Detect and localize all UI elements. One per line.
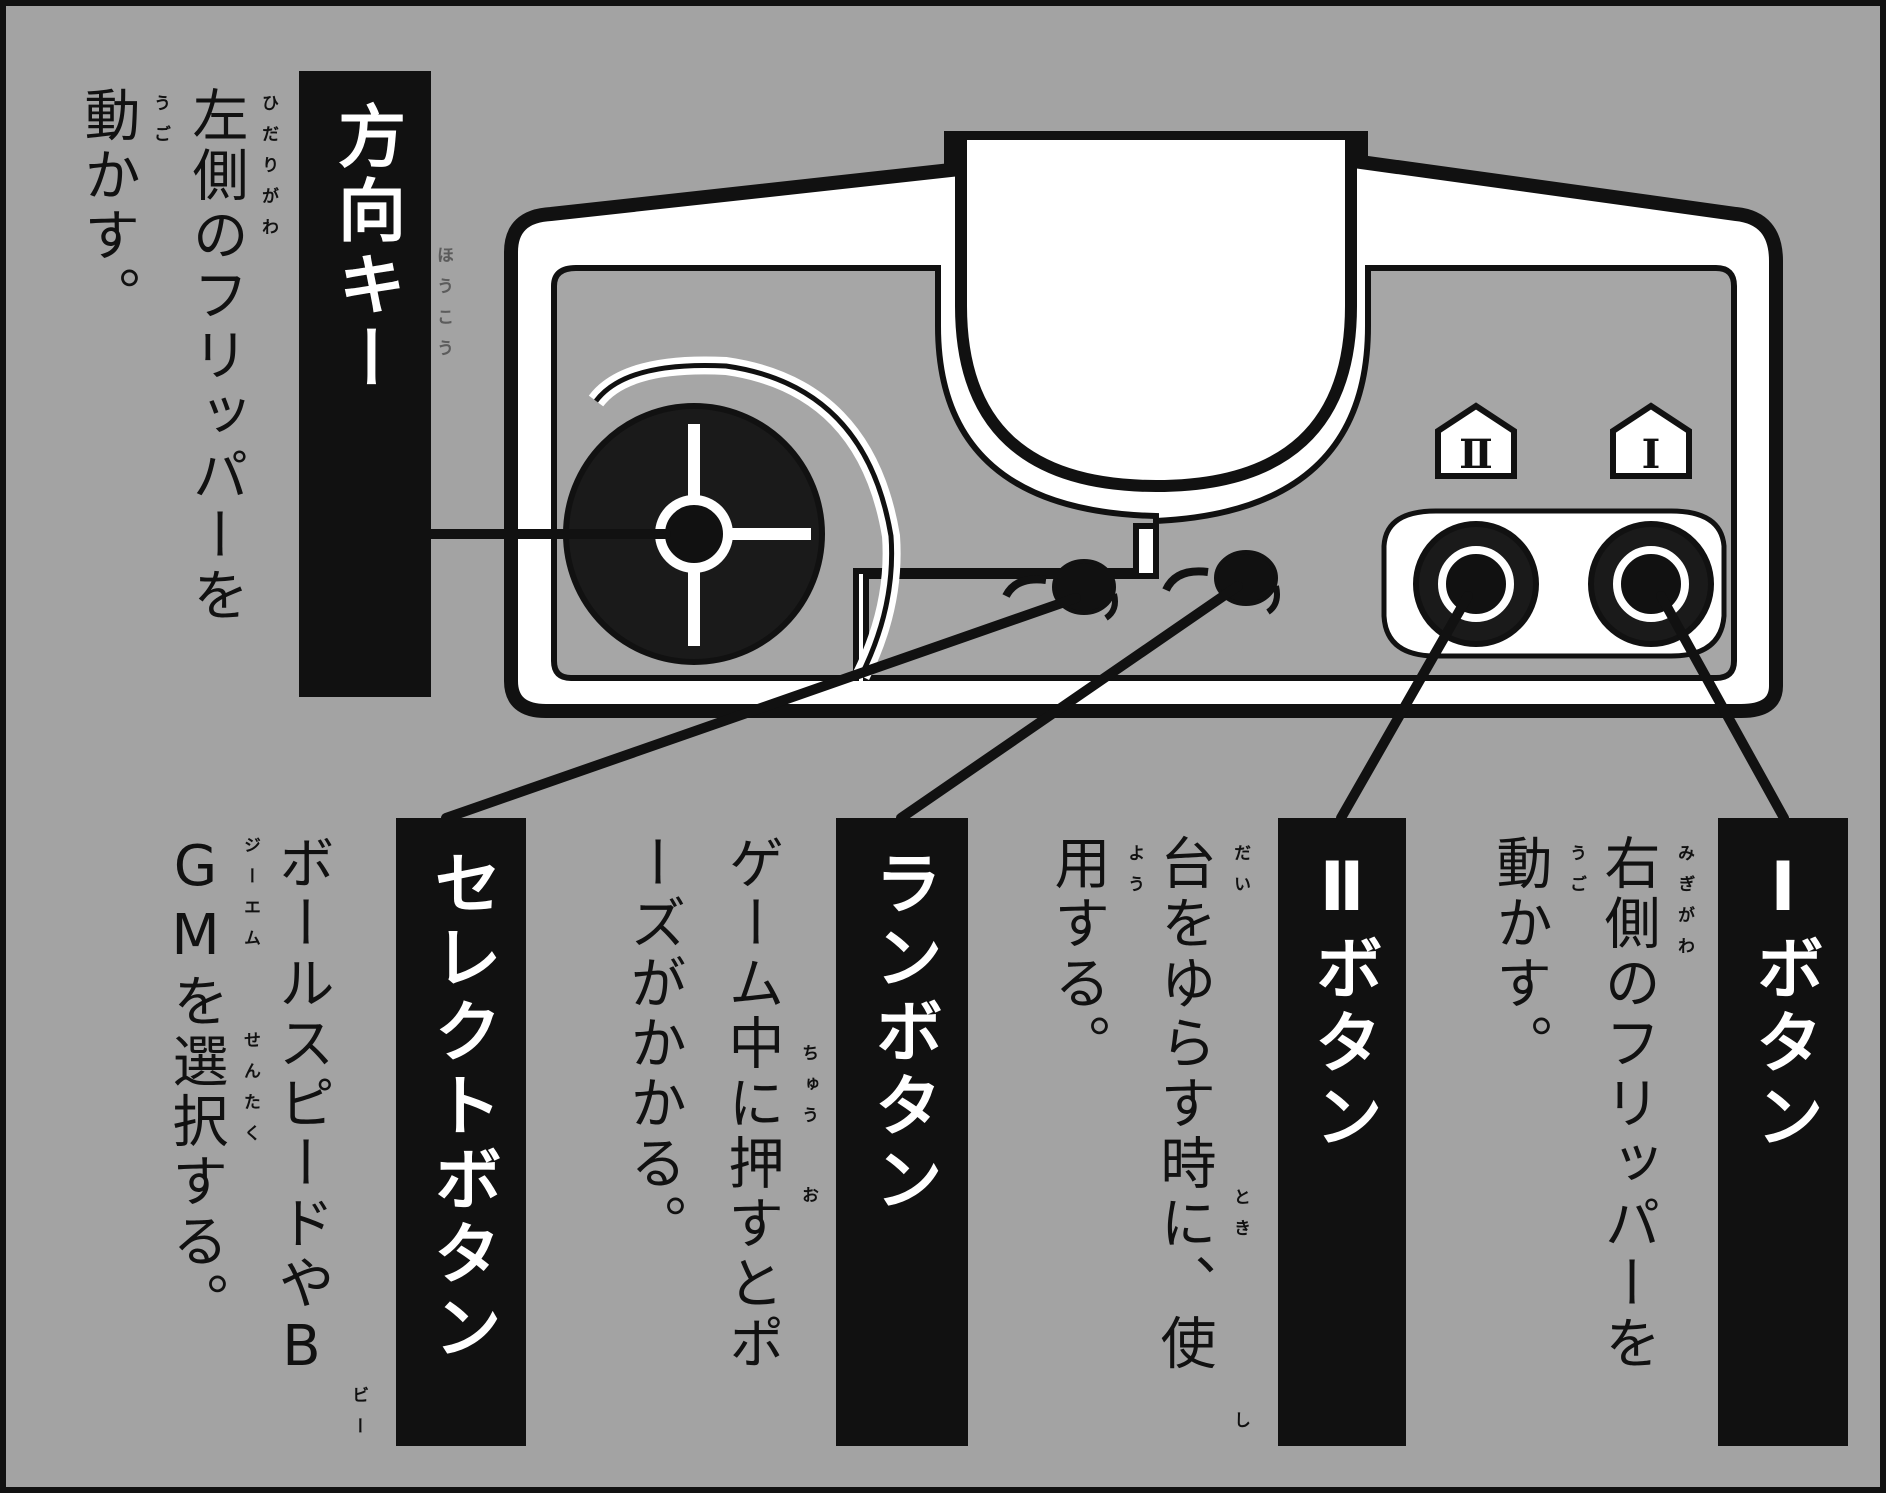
direction-key-tag: 方向キー [299,71,431,697]
controller-diagram: Ⅱ Ⅰ [426,131,1789,823]
run-button-label: ランボタン [862,848,942,1218]
button-2-desc-line1: 台をゆらす時に、使 [1151,834,1216,1374]
button-1-desc-line2: 動かす。 [1487,834,1552,1074]
select-button-desc-line2: GMを選択する。 [163,834,228,1332]
select-button-desc-line2-ruby-select: せんたく [240,1031,260,1155]
run-button-desc-line2: ーズがかかる。 [621,834,686,1254]
select-button-desc-line1-ruby: ビー [348,1386,368,1448]
direction-key-desc-line1: 左側のフリッパーを [183,86,248,626]
button-2-desc-line1-ruby-dai: だい [1230,844,1250,906]
run-button-desc-line1-ruby-osu: お [798,1186,818,1217]
button-2-label: Ⅱボタン [1302,848,1382,1155]
button-1-tag: Ⅰボタン [1718,818,1848,1446]
select-button-desc-line2-ruby-gm: ジーエム [240,836,260,960]
button-1-desc-line1-ruby: みぎがわ [1674,844,1694,968]
run-button-leader [896,581,1243,823]
controller-body: Ⅱ Ⅰ [504,131,1783,718]
button-2-tag: Ⅱボタン [1278,818,1406,1446]
button-1-desc-line2-ruby: うご [1566,844,1586,906]
run-button-desc-line1-ruby-naka: ちゅう [798,1044,818,1137]
leader-lines [426,529,1789,823]
select-button-desc-line1: ボールスピードやB [269,834,334,1383]
direction-key-label: 方向キー [325,101,405,397]
run-button-tag: ランボタン [836,818,968,1446]
button-1-label: Ⅰボタン [1743,848,1823,1155]
select-button-leader [441,593,1081,823]
button-1-marker: Ⅰ [1642,431,1661,478]
button-2-marker: Ⅱ [1459,431,1493,478]
select-button-tag: セレクトボタン [396,818,526,1446]
select-button-label: セレクトボタン [421,848,501,1366]
button-1-desc-line1: 右側のフリッパーを [1595,834,1660,1374]
button-2-desc-line1-ruby-tsuka: し [1230,1411,1250,1442]
button-2-desc-line2: 用する。 [1045,834,1110,1074]
button-2-desc-line1-ruby-toki: とき [1230,1188,1250,1250]
direction-key-desc-line1-ruby: ひだりがわ [258,94,278,249]
button-1-leader [1656,591,1789,823]
run-button-desc-line1: ゲーム中に押すとポ [719,834,784,1374]
button-2-leader [1336,591,1473,823]
direction-key-desc-line2: 動かす。 [75,86,140,326]
button-2-desc-line2-ruby: よう [1124,844,1144,906]
direction-key-label-ruby: ほうこう [433,246,453,370]
direction-key-desc-line2-ruby: うご [150,94,170,156]
